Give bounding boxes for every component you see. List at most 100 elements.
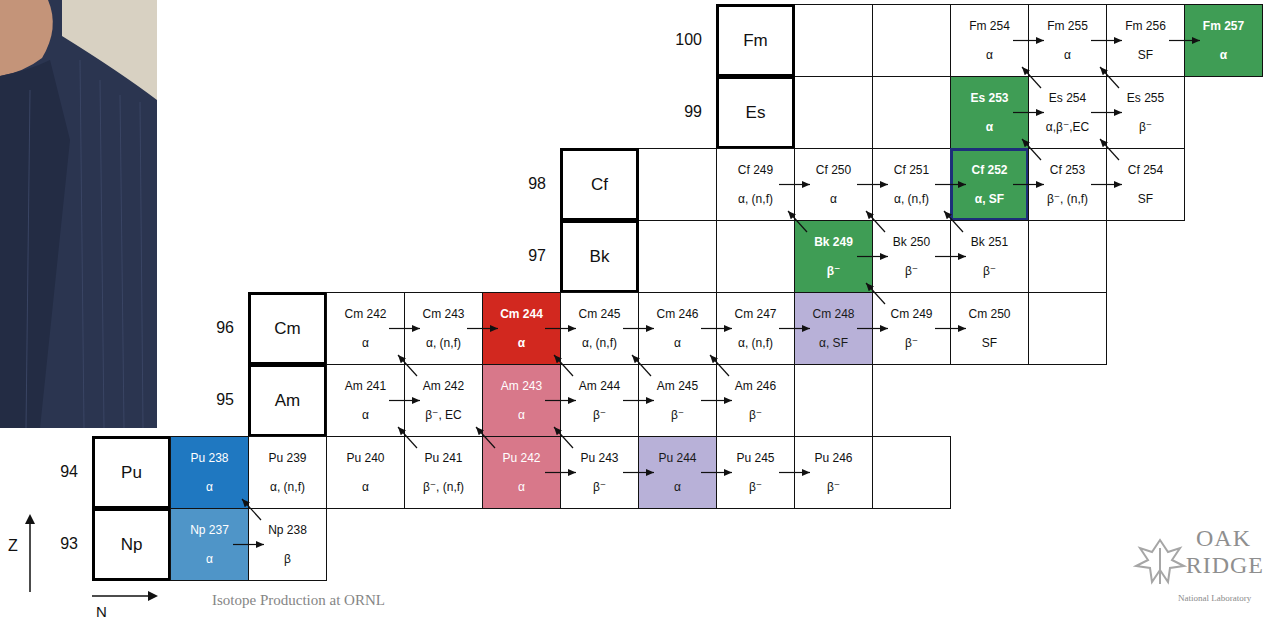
- decay-mode: α, (n,f): [738, 336, 773, 350]
- isotope-cell: Cm 250SF: [950, 292, 1029, 365]
- isotope-cell: Pu 242α: [482, 436, 561, 509]
- decay-arrow: [1013, 40, 1044, 41]
- decay-arrow: [1091, 40, 1122, 41]
- decay-arrow: [1013, 112, 1044, 113]
- decay-mode: α, (n,f): [894, 192, 929, 206]
- decay-arrow: [389, 400, 420, 401]
- isotope-name: Cm 245: [578, 307, 620, 321]
- isotope-cell: Bk 249β⁻: [794, 220, 873, 293]
- n-axis-arrow: [92, 595, 150, 597]
- isotope-cell: Pu 240α: [326, 436, 405, 509]
- decay-mode: β⁻: [905, 264, 918, 278]
- isotope-name: Fm 256: [1125, 19, 1166, 33]
- decay-arrow: [398, 427, 417, 448]
- decay-arrow: [398, 355, 417, 376]
- isotope-cell: Pu 246 β⁻: [794, 436, 873, 509]
- n-axis-head: [148, 591, 158, 601]
- isotope-name: Cf 251: [894, 163, 929, 177]
- atomic-number: 98: [496, 174, 546, 194]
- isotope-cell: Am 241α: [326, 364, 405, 437]
- element-symbol: Pu: [121, 463, 142, 483]
- decay-arrow: [944, 211, 963, 232]
- isotope-cell: Cm 245 α, (n,f): [560, 292, 639, 365]
- decay-mode: α: [1220, 48, 1227, 62]
- decay-mode: β⁻: [1139, 120, 1152, 134]
- isotope-cell: Bk 251β⁻: [950, 220, 1029, 293]
- decay-arrow: [1091, 112, 1122, 113]
- element-symbol: Cm: [274, 319, 300, 339]
- decay-arrow: [788, 211, 807, 232]
- decay-mode: β⁻: [827, 264, 841, 278]
- axis-label: N: [96, 602, 107, 622]
- decay-mode: β⁻: [749, 480, 762, 494]
- isotope-name: Pu 241: [424, 451, 462, 465]
- decay-arrow: [632, 355, 651, 376]
- isotope-cell: Am 246 β⁻: [716, 364, 795, 437]
- element-symbol: Es: [746, 103, 766, 123]
- isotope-cell: Cf 254SF: [1106, 148, 1185, 221]
- decay-arrow: [467, 328, 498, 329]
- atomic-number: 100: [652, 30, 702, 50]
- decay-mode: α, (n,f): [426, 336, 461, 350]
- decay-mode: β⁻: [827, 480, 840, 494]
- isotope-name: Pu 246: [814, 451, 852, 465]
- isotope-cell: Fm 256SF: [1106, 4, 1185, 77]
- axis-label: Z: [8, 536, 18, 556]
- isotope-cell: Cm 243α, (n,f): [404, 292, 483, 365]
- decay-arrow: [857, 256, 888, 257]
- isotope-cell: Pu 243β⁻: [560, 436, 639, 509]
- isotope-name: Cm 248: [812, 307, 854, 321]
- empty-cell: [717, 221, 795, 293]
- photo: [0, 0, 157, 428]
- isotope-name: Cm 244: [500, 307, 543, 321]
- isotope-cell: Am 242β⁻, EC: [404, 364, 483, 437]
- empty-cell: [639, 221, 717, 293]
- isotope-cell: Am 243α: [482, 364, 561, 437]
- decay-mode: α, (n,f): [582, 336, 617, 350]
- atomic-number: 95: [184, 390, 234, 410]
- photo-wall: [62, 0, 157, 100]
- logo-text: OAK: [1196, 528, 1251, 548]
- isotope-name: Bk 251: [971, 235, 1008, 249]
- isotope-name: Cf 253: [1050, 163, 1085, 177]
- atomic-number: 99: [652, 102, 702, 122]
- empty-cell: [1029, 221, 1107, 293]
- isotope-cell: Pu 241β⁻, (n,f): [404, 436, 483, 509]
- isotope-name: Es 253: [970, 91, 1008, 105]
- decay-arrow: [545, 400, 576, 401]
- decay-mode: α: [362, 408, 369, 422]
- element-box: Fm: [716, 4, 795, 77]
- z-axis-arrow: [29, 522, 31, 592]
- decay-arrow: [623, 472, 654, 473]
- decay-mode: α: [674, 480, 681, 494]
- isotope-cell: Np 237α: [170, 508, 249, 581]
- decay-mode: β⁻: [749, 408, 762, 422]
- isotope-cell: Cm 247α, (n,f): [716, 292, 795, 365]
- decay-arrow: [1100, 67, 1119, 88]
- decay-arrow: [935, 328, 966, 329]
- decay-mode: α: [362, 336, 369, 350]
- isotope-cell: Pu 239α, (n,f): [248, 436, 327, 509]
- decay-mode: α: [986, 48, 993, 62]
- isotope-cell: Am 244β⁻: [560, 364, 639, 437]
- isotope-name: Am 242: [423, 379, 464, 393]
- isotope-cell: Cf 253β⁻, (n,f): [1028, 148, 1107, 221]
- logo-leaf-stem: [1159, 548, 1161, 584]
- decay-arrow: [233, 544, 264, 545]
- isotope-cell: Pu 244α: [638, 436, 717, 509]
- isotope-name: Am 246: [735, 379, 776, 393]
- decay-arrow: [1013, 184, 1044, 185]
- isotope-cell: Pu 245β⁻: [716, 436, 795, 509]
- decay-arrow: [389, 328, 420, 329]
- empty-cell: [873, 5, 951, 77]
- isotope-name: Fm 257: [1203, 19, 1244, 33]
- decay-mode: α: [986, 120, 993, 134]
- isotope-name: Am 244: [579, 379, 620, 393]
- isotope-cell: Cm 248α, SF: [794, 292, 873, 365]
- logo-text: RIDGE: [1186, 555, 1264, 575]
- element-symbol: Am: [275, 391, 301, 411]
- empty-cell: [795, 77, 873, 149]
- isotope-name: Cf 252: [971, 163, 1007, 177]
